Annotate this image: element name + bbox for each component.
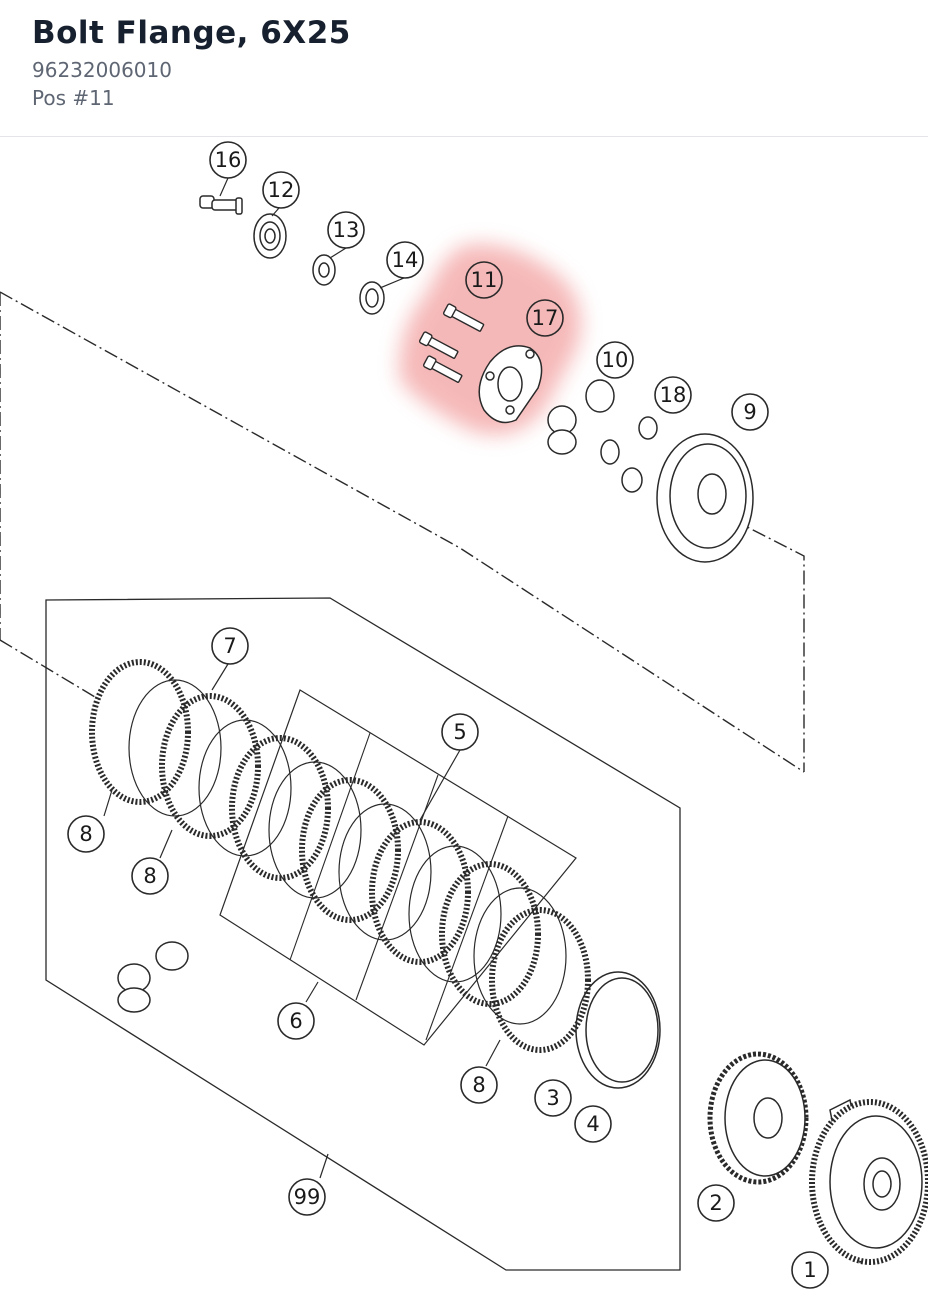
bearing-part — [253, 213, 287, 259]
part-title: Bolt Flange, 6X25 — [32, 15, 351, 51]
callout-label: 4 — [586, 1112, 599, 1136]
callout-label: 6 — [289, 1009, 302, 1033]
callout-label: 8 — [472, 1073, 485, 1097]
callout-label: 2 — [709, 1191, 722, 1215]
callout-13[interactable] — [327, 211, 365, 249]
callout-11[interactable] — [465, 261, 503, 299]
kit-outline — [45, 597, 681, 1271]
pressure-plate-part — [656, 433, 754, 563]
part-position: Pos #11 — [32, 86, 115, 110]
callout-label: 9 — [743, 400, 756, 424]
rings-part — [600, 416, 658, 493]
callout-8a[interactable] — [67, 815, 105, 853]
callout-5[interactable] — [441, 713, 479, 751]
callout-2[interactable] — [697, 1184, 735, 1222]
callout-label: 8 — [79, 822, 92, 846]
callout-8b[interactable] — [131, 857, 169, 895]
flange-plate — [478, 345, 543, 424]
callout-7[interactable] — [211, 627, 249, 665]
callout-label: 16 — [215, 148, 242, 172]
callout-label: 7 — [223, 634, 236, 658]
callout-9[interactable] — [731, 393, 769, 431]
part-header: Bolt Flange, 6X25 96232006010 Pos #11 — [0, 0, 928, 137]
assembly-line-upper — [0, 291, 805, 773]
callout-4[interactable] — [574, 1105, 612, 1143]
callout-label: 5 — [453, 720, 466, 744]
clutch-basket-part — [809, 1098, 928, 1265]
callout-label: 99 — [294, 1185, 321, 1209]
callout-label: 12 — [268, 178, 295, 202]
callout-16[interactable] — [209, 141, 247, 179]
pin-part — [199, 195, 243, 215]
callout-label: 8 — [143, 864, 156, 888]
callout-99[interactable] — [288, 1178, 326, 1216]
callout-label: 1 — [803, 1258, 816, 1282]
callout-18[interactable] — [654, 376, 692, 414]
callout-3[interactable] — [534, 1079, 572, 1117]
washer-part — [359, 281, 385, 315]
callout-8c[interactable] — [460, 1066, 498, 1104]
callout-label: 11 — [471, 268, 498, 292]
callout-14[interactable] — [386, 241, 424, 279]
plate-group-outline — [219, 689, 577, 1046]
ring-part — [575, 971, 661, 1089]
callouts — [67, 141, 829, 1289]
callout-label: 3 — [546, 1086, 559, 1110]
exploded-parts-diagram: 16 12 13 14 11 17 10 18 9 7 5 8 8 6 8 3 … — [0, 138, 928, 1290]
part-number: 96232006010 — [32, 58, 172, 82]
callout-10[interactable] — [596, 341, 634, 379]
nut-part — [312, 254, 336, 286]
callout-label: 14 — [392, 248, 419, 272]
clutch-hub-part — [707, 1051, 809, 1185]
callout-label: 17 — [532, 306, 559, 330]
callout-label: 13 — [333, 218, 360, 242]
callout-1[interactable] — [791, 1251, 829, 1289]
callout-label: 18 — [660, 383, 687, 407]
clutch-plates — [89, 659, 591, 1053]
assembly-line-lower — [0, 639, 101, 701]
springs-part — [547, 379, 615, 455]
callout-17[interactable] — [526, 299, 564, 337]
callout-12[interactable] — [262, 171, 300, 209]
callout-label: 10 — [602, 348, 629, 372]
bolt-flange-parts — [419, 303, 485, 383]
spring-packs — [117, 941, 189, 1013]
callout-6[interactable] — [277, 1002, 315, 1040]
